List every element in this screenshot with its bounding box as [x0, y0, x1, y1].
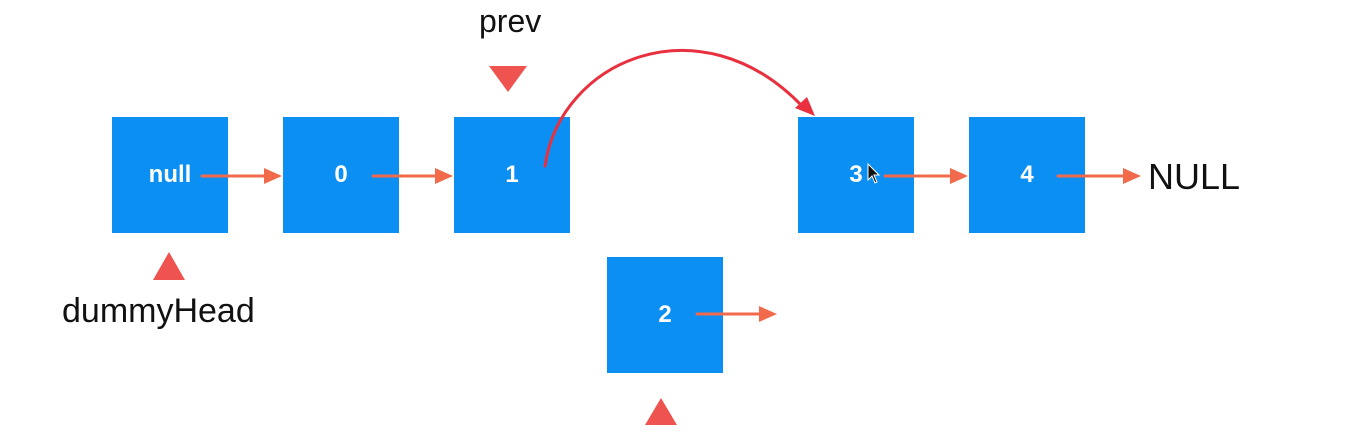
prev-pointer-marker [489, 66, 527, 92]
node-label: 3 [849, 161, 863, 188]
node-label: 4 [1020, 161, 1034, 188]
relink-arrow-1-to-3 [543, 48, 804, 168]
node-1: 1 [454, 117, 570, 233]
dummy-head-label: dummyHead [62, 292, 255, 330]
arrowhead [759, 306, 777, 322]
node-2-pointer-marker [645, 398, 677, 425]
mouse-pointer-icon [867, 162, 881, 184]
dummy-head-pointer-marker [153, 252, 185, 280]
arrowhead [950, 168, 968, 184]
arrowhead [435, 168, 453, 184]
null-terminator-label: NULL [1148, 156, 1241, 197]
arrowhead [264, 168, 282, 184]
arrowhead [1123, 168, 1141, 184]
node-label: 1 [505, 161, 519, 188]
node-label: 0 [334, 161, 348, 188]
node-label: null [148, 161, 192, 188]
prev-pointer-label: prev [479, 3, 542, 39]
relink-arrowhead [795, 97, 815, 116]
node-label: 2 [658, 301, 672, 328]
